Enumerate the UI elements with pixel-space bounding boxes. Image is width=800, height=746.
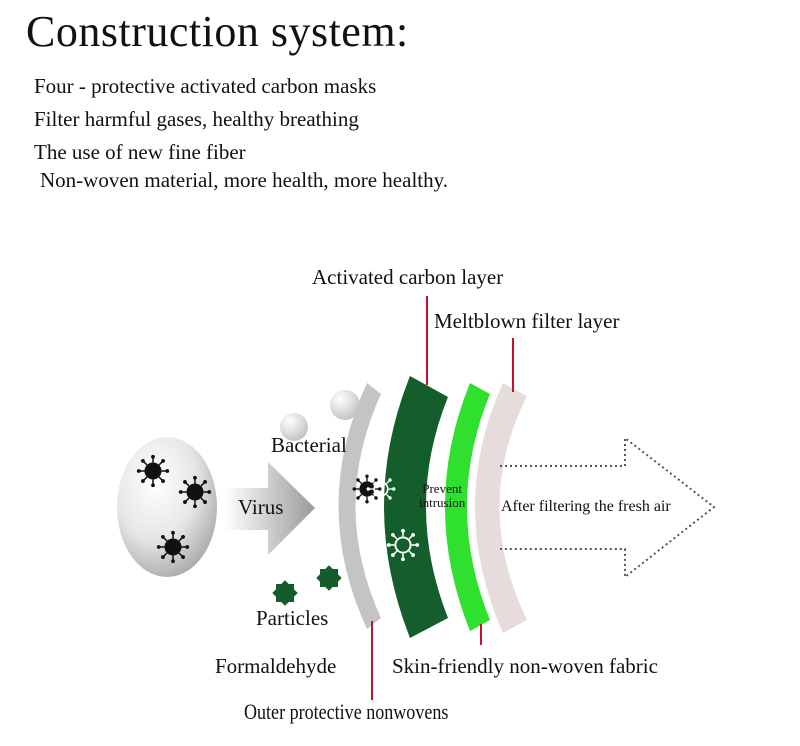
bacterial-label: Bacterial [271, 433, 347, 457]
particle-icon [272, 580, 298, 606]
activated-carbon-layer [384, 376, 448, 638]
meltblown-label: Meltblown filter layer [434, 309, 620, 333]
intro-line: Four - protective activated carbon masks [34, 74, 377, 98]
pathogen-sphere [117, 437, 217, 577]
virus-icon [178, 475, 212, 509]
virus-icon [136, 454, 170, 488]
intro-line: Non-woven material, more health, more he… [40, 168, 448, 192]
prevent-line: Prevent [422, 481, 462, 496]
fresh-air-arrow [500, 435, 716, 580]
virus-icon [156, 530, 190, 564]
meltblown-layer [445, 383, 490, 631]
page-title: Construction system: [26, 7, 409, 56]
particles-label: Particles [256, 606, 329, 630]
skin-friendly-label: Skin-friendly non-woven fabric [392, 654, 658, 678]
outer-nonwoven-layer [338, 383, 381, 629]
virus-label: Virus [238, 495, 284, 519]
skin-friendly-layer [475, 383, 527, 633]
outer-nonwoven-label: Outer protective nonwovens [244, 699, 449, 724]
intro-line: Filter harmful gases, healthy breathing [34, 107, 359, 131]
particle-icon [316, 565, 342, 591]
bacteria-sphere-icon [330, 390, 360, 420]
pointer-lines [371, 296, 514, 700]
intro-line: The use of new fine fiber [34, 140, 246, 164]
prevent-intrusion-label: Prevent intrusion [419, 482, 465, 510]
fresh-air-label: After filtering the fresh air [501, 498, 671, 515]
inflow-arrow [225, 462, 315, 555]
intrusion-line: intrusion [419, 495, 466, 510]
formaldehyde-label: Formaldehyde [215, 654, 337, 678]
activated-carbon-label: Activated carbon layer [312, 265, 504, 289]
bacteria-sphere-icon [280, 413, 308, 441]
